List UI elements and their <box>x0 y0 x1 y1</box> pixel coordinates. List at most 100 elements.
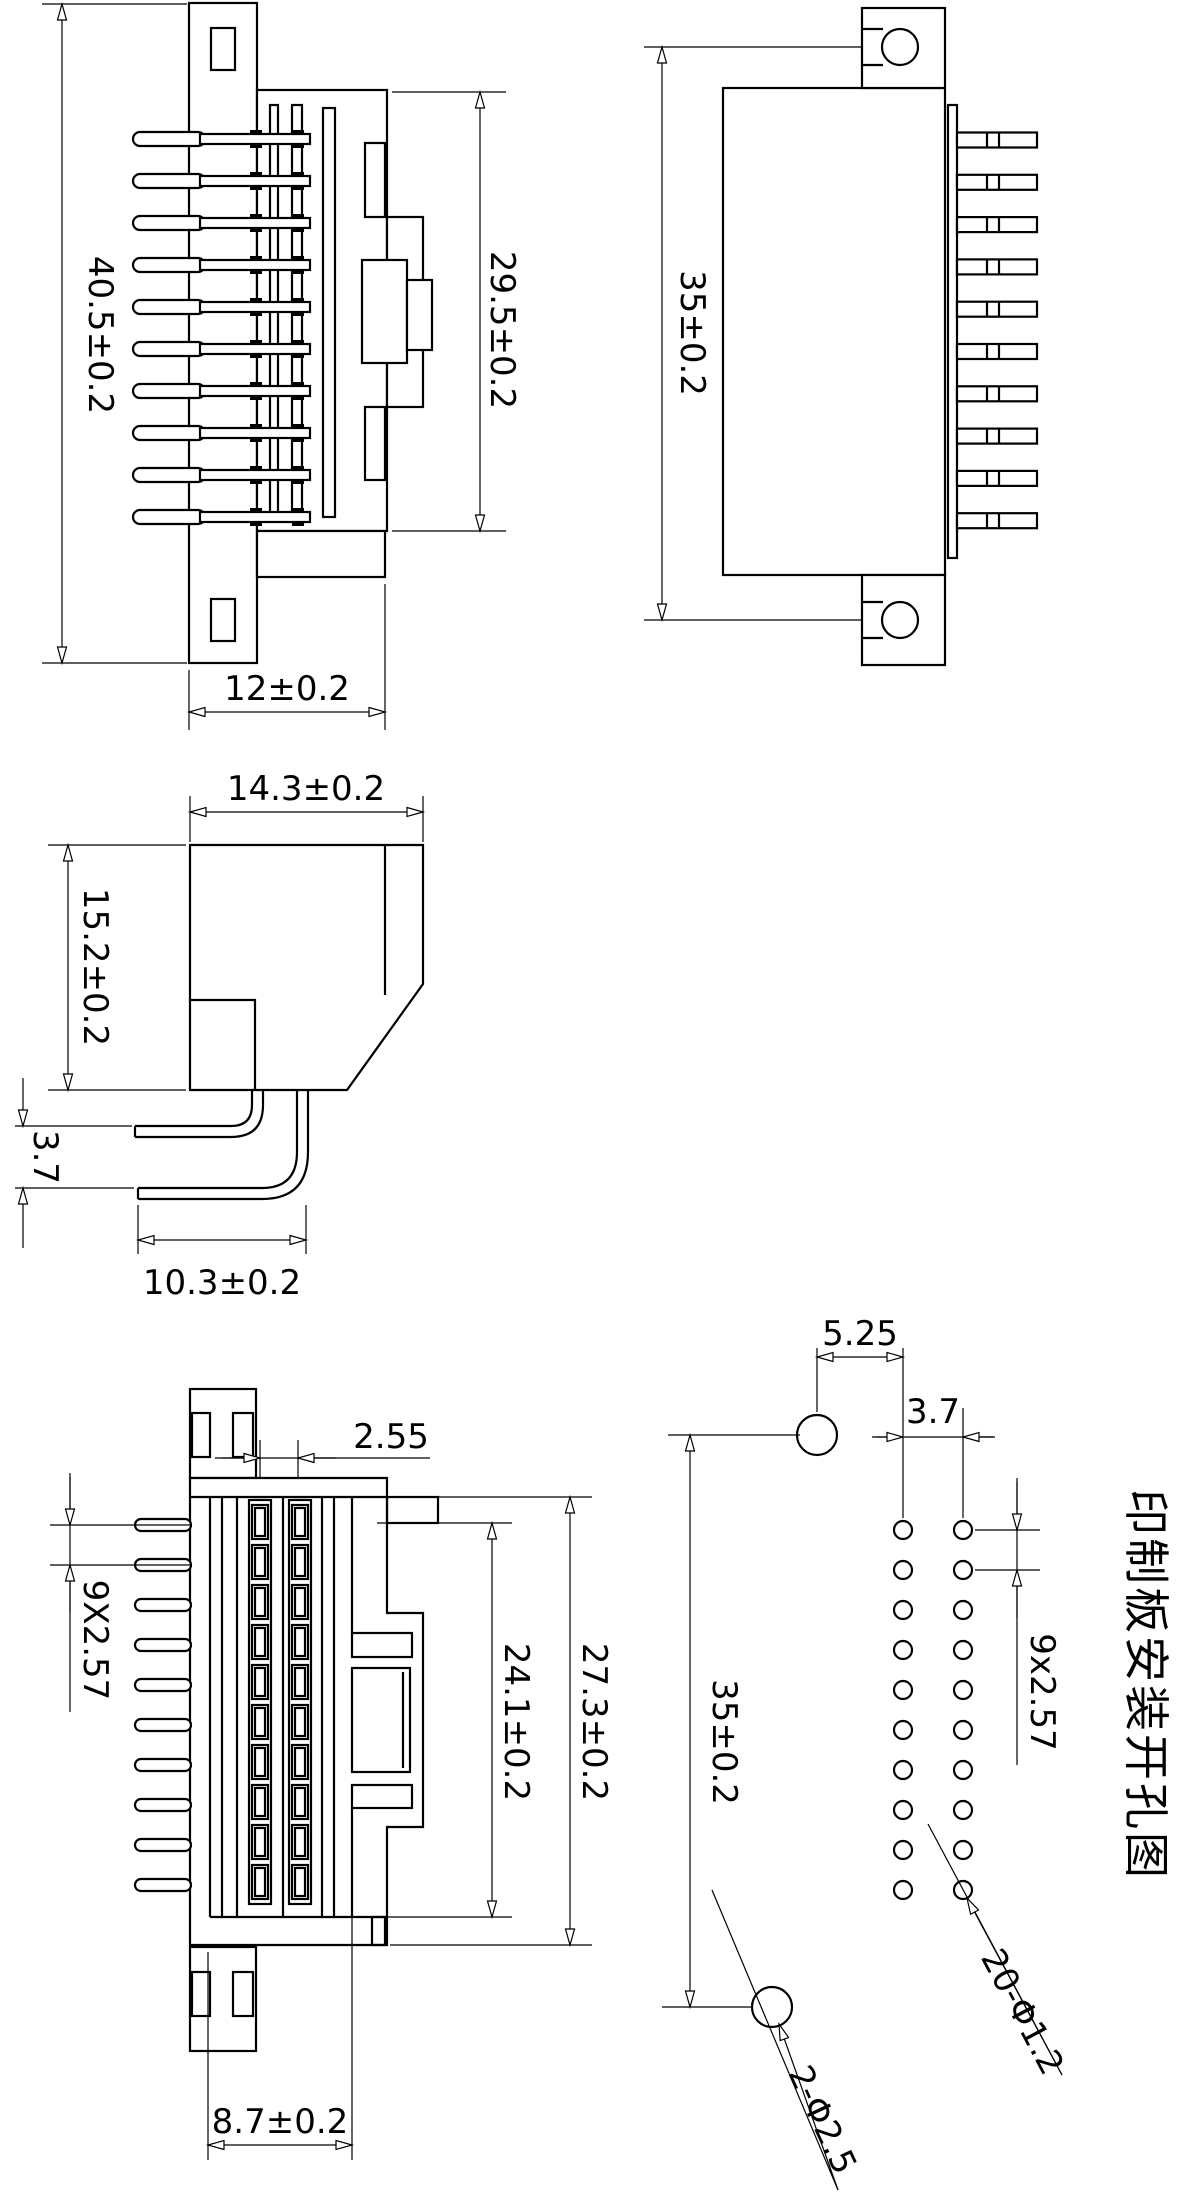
dim-shell-height: 27.3±0.2 <box>574 1643 614 1801</box>
mount-hole-top <box>880 27 920 67</box>
pin-tick <box>250 466 262 470</box>
pin <box>955 469 1039 487</box>
dim-body-height: 29.5±0.2 <box>482 251 522 409</box>
extension-lines <box>48 844 186 1091</box>
mating-tab-bar <box>350 1631 414 1659</box>
pin-hole <box>952 1799 974 1821</box>
mount-hole-bottom <box>880 600 920 640</box>
pin-tip <box>131 172 207 190</box>
pin-tip <box>131 298 207 316</box>
pin-tick <box>292 480 304 484</box>
mounting-flange <box>187 1 259 665</box>
pin-hole <box>952 1519 974 1541</box>
pin-tick <box>250 340 262 344</box>
mount-hole-top <box>795 1413 839 1457</box>
pin-hole <box>952 1719 974 1741</box>
contact-cell-inner <box>293 1586 307 1618</box>
extension-lines <box>188 584 386 730</box>
pin <box>133 1637 193 1653</box>
insulator-plate <box>946 103 959 560</box>
pin-row-bottom <box>133 1517 193 1893</box>
pin-hole <box>952 1839 974 1861</box>
mount-hole-bottom <box>750 1985 794 2029</box>
pin-tip <box>131 424 207 442</box>
pin-hole <box>892 1599 914 1621</box>
flange-bottom <box>188 1945 258 2053</box>
pin-tick <box>292 256 304 260</box>
pin-tick <box>250 172 262 176</box>
bent-pin-outer <box>136 1090 310 1201</box>
pin-hole <box>952 1559 974 1581</box>
pin-body <box>198 384 312 398</box>
flange-bottom-slot <box>190 1970 212 2018</box>
pin-tip <box>131 340 207 358</box>
pin <box>133 1717 193 1733</box>
contact-cell-inner <box>253 1746 267 1778</box>
extension-lines <box>137 1205 307 1254</box>
pin-tick <box>250 312 262 316</box>
contact-cell-inner <box>253 1866 267 1898</box>
pin <box>955 131 1039 149</box>
pin-hole <box>892 1719 914 1741</box>
pin-hole <box>892 1559 914 1581</box>
pin-tick <box>292 298 304 302</box>
pin-tip <box>131 382 207 400</box>
pin <box>955 342 1039 361</box>
dim-contact-span: 24.1±0.2 <box>496 1643 536 1801</box>
pin-body <box>198 510 312 524</box>
dim-pin-row-offset: 3.7 <box>25 1130 65 1184</box>
pin-body <box>198 300 312 314</box>
pin-tick <box>292 340 304 344</box>
pin-row-side <box>131 130 312 526</box>
profile-body <box>188 843 425 1092</box>
pin-tip <box>131 508 207 526</box>
pin <box>955 258 1039 276</box>
pin <box>955 512 1039 530</box>
pin-hole <box>892 1799 914 1821</box>
dim-body-width: 12±0.2 <box>224 669 350 709</box>
pin-hole <box>892 1839 914 1861</box>
flange-bottom-slot <box>231 1970 255 2018</box>
pin <box>133 1877 193 1893</box>
extension-lines <box>15 1125 134 1189</box>
pin-tick <box>292 172 304 176</box>
mating-tab-bar <box>350 1783 414 1810</box>
dim-pin-reach: 10.3±0.2 <box>143 1263 301 1303</box>
pin <box>955 173 1039 191</box>
pin-tip <box>131 256 207 274</box>
extension-lines <box>207 1813 353 2160</box>
dim-mount-span-pcb: 35±0.2 <box>704 1679 744 1805</box>
pin-tick <box>292 466 304 470</box>
bottom-front-view: 2.55 9X2.57 24.1±0.2 27.3±0.2 8.7±0.2 <box>50 1387 614 2160</box>
pin-tick <box>250 382 262 386</box>
pin-tick <box>250 270 262 274</box>
pin-tick <box>292 354 304 358</box>
inner-walls <box>208 1497 354 1917</box>
pin-tick <box>292 270 304 274</box>
label-pin-holes: 20-Φ1.2 <box>972 1942 1071 2081</box>
pin-tick <box>292 382 304 386</box>
contact-cell-inner <box>293 1506 307 1538</box>
front-view: 35±0.2 <box>644 6 1039 667</box>
flange-top-slot <box>231 1411 255 1459</box>
pin-tick <box>250 186 262 190</box>
pin-body <box>198 426 312 440</box>
flange-top <box>188 1387 258 1480</box>
extension-lines <box>392 91 506 532</box>
pin <box>133 1837 193 1853</box>
pin-exit-block <box>190 998 257 1090</box>
contact-cell-inner <box>293 1866 307 1898</box>
pin-tick <box>250 256 262 260</box>
pin-hole <box>892 1679 914 1701</box>
pin-hole <box>952 1759 974 1781</box>
mating-tab-step <box>405 278 434 352</box>
connector-shell <box>721 86 947 577</box>
pin-tick <box>292 144 304 148</box>
pin-tick <box>250 130 262 134</box>
dim-mount-span: 35±0.2 <box>672 270 712 396</box>
extension-lines <box>189 796 424 842</box>
contact-cell-inner <box>293 1826 307 1858</box>
profile-view: 14.3±0.2 15.2±0.2 3.7 10.3±0.2 <box>15 769 426 1303</box>
